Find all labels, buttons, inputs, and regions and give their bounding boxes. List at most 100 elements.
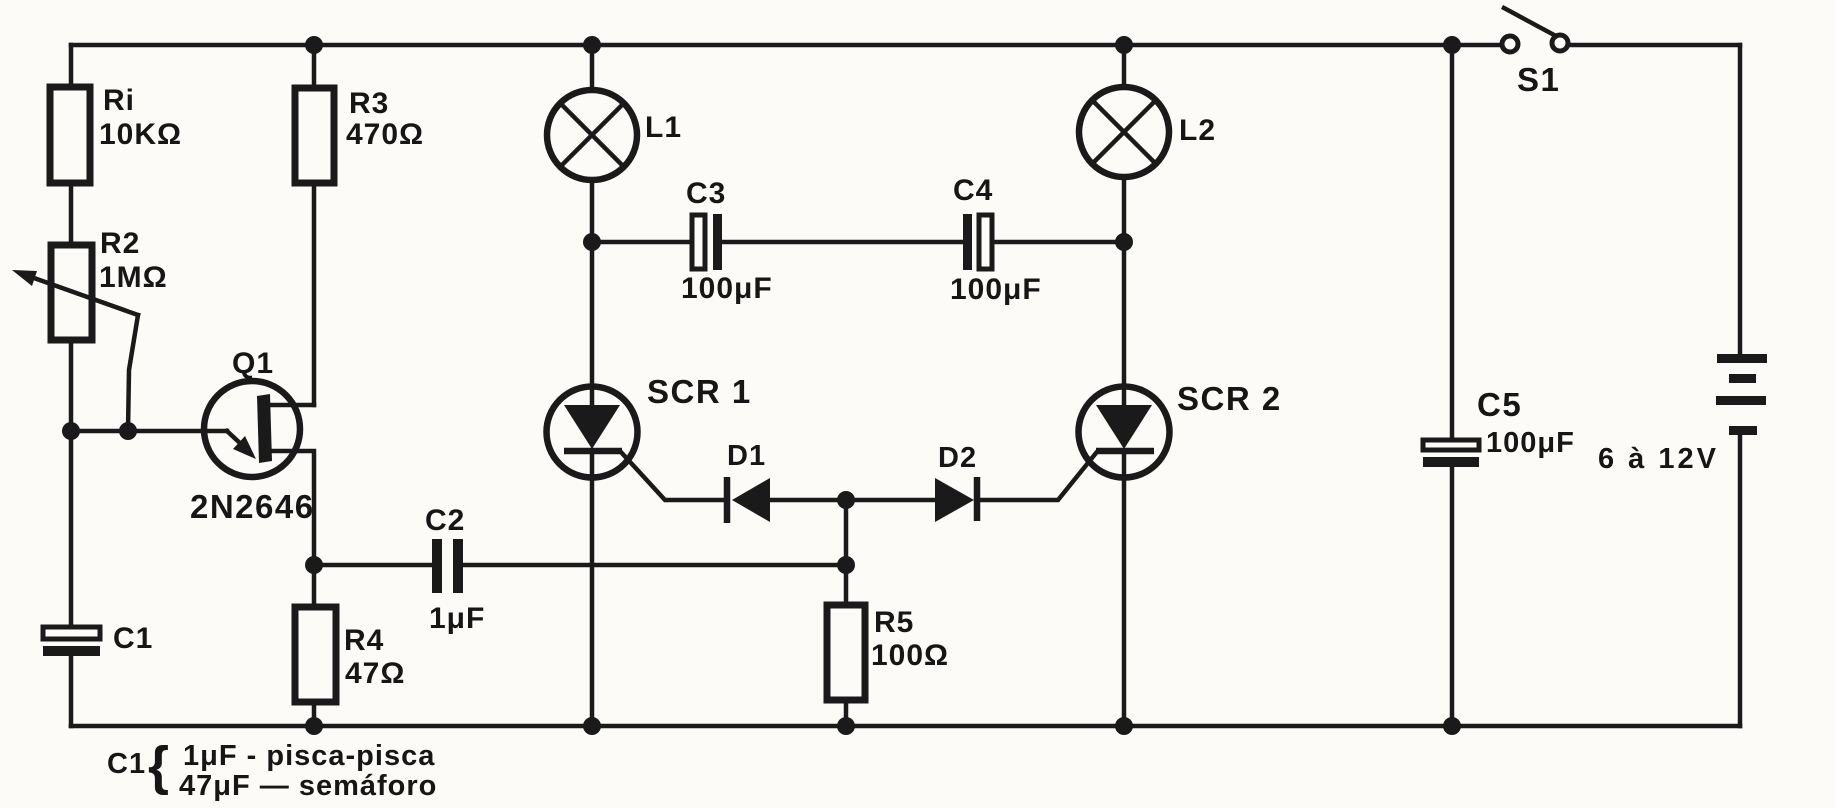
junction-dot <box>837 717 855 735</box>
resistor-r4-value: 47Ω <box>345 657 405 690</box>
junction-dot <box>1115 36 1133 54</box>
capacitor-c2-label: C2 <box>425 504 465 537</box>
capacitor-c2-plate-left <box>432 539 442 593</box>
potentiometer-r2-value: 1MΩ <box>99 261 168 294</box>
resistor-r3-value: 470Ω <box>346 118 424 151</box>
capacitor-c5-value: 100μF <box>1486 427 1575 459</box>
thyristor-scr1-label: SCR 1 <box>647 373 752 410</box>
lamp-l1-cross-icon <box>556 99 628 171</box>
switch-s1-terminal-right <box>1549 32 1571 54</box>
resistor-r1-label: Ri <box>103 84 135 117</box>
potentiometer-r2-arrow-shaft <box>31 275 141 318</box>
capacitor-c1: C1 <box>40 622 152 656</box>
resistor-r3-body <box>291 84 338 187</box>
capacitor-c5: C5 100μF <box>1420 42 1575 729</box>
junction-dot <box>305 717 323 735</box>
lamp-l2-cross-icon <box>1088 96 1160 168</box>
resistor-r1-body <box>46 83 94 187</box>
note-brace: { <box>148 736 169 796</box>
resistor-r5-value: 100Ω <box>871 639 949 672</box>
junction-dot <box>305 556 323 574</box>
battery-cell2-long-plate <box>1716 396 1766 405</box>
c1-value-note: C1 { 1μF - pisca-pisca 47μF — semáforo <box>107 736 437 802</box>
switch-s1-lever-icon <box>1500 4 1560 40</box>
diode-d2-label: D2 <box>938 442 977 474</box>
transistor-q1-emitter-arrow-icon <box>233 436 256 459</box>
junction-dot <box>1443 36 1461 54</box>
junction-dot <box>1115 233 1133 251</box>
thyristor-scr2-label: SCR 2 <box>1177 380 1282 417</box>
capacitor-c1-plate-positive <box>40 624 103 642</box>
note-option2: 47μF — semáforo <box>179 770 437 802</box>
lamp-l2-label: L2 <box>1179 114 1216 147</box>
transistor-q1-part-number: 2N2646 <box>190 488 315 525</box>
battery-cell1-short-plate <box>1729 374 1756 383</box>
thyristor-scr2-triangle-icon <box>1096 405 1152 449</box>
diode-d1-triangle-icon <box>732 478 770 522</box>
resistor-r4: R4 47Ω <box>291 562 405 729</box>
potentiometer-r2: R2 1MΩ <box>12 227 168 434</box>
battery-voltage-label: 6 à 12V <box>1598 443 1719 475</box>
junction-dot <box>62 422 80 440</box>
junction-dot <box>837 556 855 574</box>
resistor-r5-label: R5 <box>874 606 914 639</box>
capacitor-c3-value: 100μF <box>681 272 773 305</box>
lamp-l1-label: L1 <box>645 111 682 144</box>
battery-cell2-short-plate <box>1729 426 1757 435</box>
switch-s1-terminal-left <box>1499 33 1521 55</box>
switch-s1: S1 <box>1499 4 1571 98</box>
thyristor-scr1-gate-wire <box>616 447 729 503</box>
lamp-l2-icon <box>1075 83 1173 181</box>
diode-d2-triangle-icon <box>935 478 974 522</box>
transistor-q1-b1-wire <box>266 448 317 568</box>
transistor-q1: Q1 2N2646 <box>68 347 317 568</box>
battery-cell1-long-plate <box>1717 354 1767 363</box>
junction-dot <box>1443 717 1461 735</box>
capacitor-c4-value: 100μF <box>950 273 1042 306</box>
diode-d2-cathode-wire <box>974 449 1100 503</box>
diode-d1-label: D1 <box>727 440 766 472</box>
capacitor-c3-label: C3 <box>686 177 726 210</box>
junction-dot <box>119 422 137 440</box>
capacitor-c3: C3 100μF <box>589 177 966 305</box>
capacitor-c4-plate-negative <box>963 214 972 270</box>
resistor-r4-label: R4 <box>344 624 384 657</box>
capacitor-c2-value: 1μF <box>429 602 485 635</box>
junction-dot <box>1115 717 1133 735</box>
note-option1: 1μF - pisca-pisca <box>183 740 435 772</box>
capacitor-c4-label: C4 <box>953 174 993 207</box>
capacitor-c5-plate-positive <box>1420 437 1482 453</box>
junction-dot <box>583 233 601 251</box>
capacitor-c1-plate-negative <box>43 646 100 656</box>
potentiometer-r2-arrow-icon <box>12 270 37 286</box>
capacitor-c2: C2 1μF <box>311 504 849 635</box>
capacitor-c5-label: C5 <box>1477 386 1522 423</box>
lamp-l1-icon <box>543 86 641 184</box>
junction-dot <box>837 491 855 509</box>
transistor-q1-label: Q1 <box>232 347 274 380</box>
junction-dots <box>62 36 1461 735</box>
battery-b1: 6 à 12V <box>1598 354 1767 475</box>
resistor-r3: R3 470Ω <box>291 42 424 408</box>
lamp-l2: L2 <box>1075 42 1216 410</box>
capacitor-c4: C4 100μF <box>950 174 1127 306</box>
diode-d1: D1 <box>723 440 849 523</box>
resistor-r5-body <box>823 601 869 704</box>
resistor-r5: R5 100Ω <box>823 497 949 729</box>
junction-dot <box>583 717 601 735</box>
resistor-r4-body <box>291 603 340 706</box>
junction-dot <box>305 36 323 54</box>
capacitor-c5-plate-negative <box>1423 457 1479 467</box>
note-ref-label: C1 <box>107 748 146 780</box>
thyristor-scr1-triangle-icon <box>564 405 620 449</box>
thyristor-scr1: SCR 1 <box>543 373 752 729</box>
switch-s1-label: S1 <box>1517 61 1560 98</box>
potentiometer-r2-wiper-wire <box>125 312 141 434</box>
resistor-r1: Ri 10KΩ <box>46 83 181 187</box>
thyristor-scr2: SCR 2 <box>1075 380 1282 729</box>
junction-dot <box>583 36 601 54</box>
capacitor-c3-plate-positive <box>689 212 708 272</box>
transistor-q1-base-bar <box>257 394 272 463</box>
